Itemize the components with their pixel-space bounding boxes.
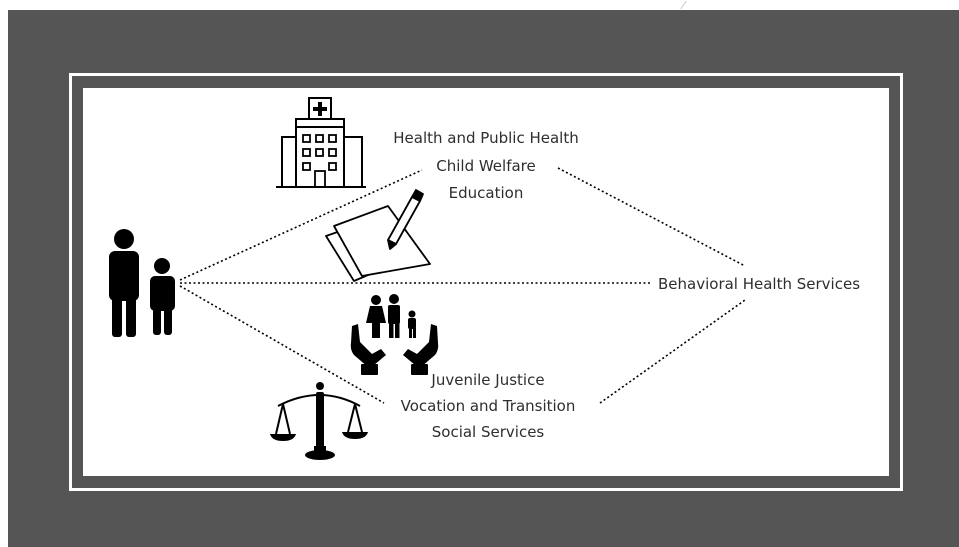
frame-border	[69, 73, 903, 491]
diagram-canvas	[83, 88, 889, 476]
label-vocation-transition: Vocation and Transition	[400, 397, 576, 415]
parent-child-icon	[109, 229, 175, 337]
label-social-services: Social Services	[431, 423, 545, 441]
label-health-public-health: Health and Public Health	[393, 129, 579, 147]
label-behavioral-health-services: Behavioral Health Services	[658, 275, 861, 293]
family-in-hands-icon	[350, 294, 439, 375]
label-juvenile-justice: Juvenile Justice	[431, 371, 545, 389]
connector-family-to-top	[179, 169, 423, 281]
label-child-welfare: Child Welfare	[436, 157, 536, 175]
connector-top-to-right	[557, 167, 746, 267]
scales-of-justice-icon	[270, 382, 368, 460]
label-education: Education	[448, 184, 524, 202]
hospital-icon	[276, 97, 366, 188]
connector-bottom-to-right	[599, 299, 746, 404]
documents-pen-icon	[325, 189, 431, 282]
connector-family-to-bottom	[179, 285, 385, 404]
